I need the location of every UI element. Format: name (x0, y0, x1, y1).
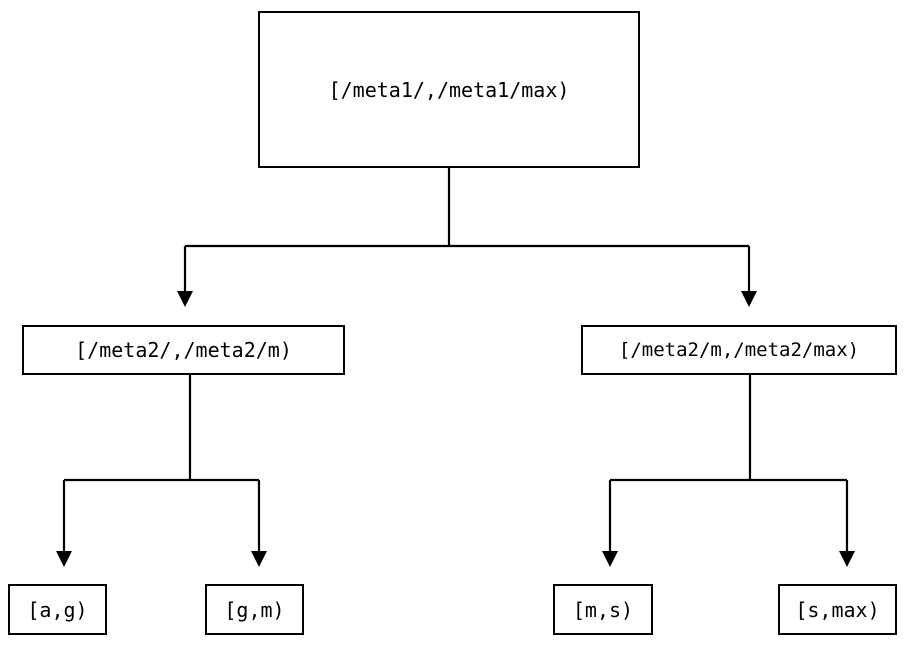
tree-node-mid-left-label: [/meta2/,/meta2/m) (75, 338, 292, 362)
tree-node-mid-right-label: [/meta2/m,/meta2/max) (618, 338, 860, 361)
arrowhead-leaf-ag (56, 551, 72, 567)
arrowhead-leaf-smax (839, 551, 855, 567)
tree-node-leaf-gm-label: [g,m) (224, 597, 285, 622)
tree-node-leaf-ms-label: [m,s) (572, 597, 634, 622)
tree-node-leaf-ms[interactable]: [m,s) (553, 584, 653, 635)
tree-node-leaf-ag[interactable]: [a,g) (8, 584, 107, 635)
tree-node-root-label: [/meta1/,/meta1/max) (328, 77, 570, 102)
edge-mid-left-to-leaves (56, 375, 267, 567)
tree-node-leaf-smax[interactable]: [s,max) (778, 584, 897, 635)
edge-root-to-mid (177, 168, 757, 307)
tree-node-mid-left[interactable]: [/meta2/,/meta2/m) (22, 325, 345, 375)
arrowhead-leaf-ms (602, 551, 618, 567)
tree-node-leaf-smax-label: [s,max) (795, 597, 880, 622)
edge-mid-right-to-leaves (602, 375, 855, 567)
tree-node-leaf-gm[interactable]: [g,m) (205, 584, 304, 635)
arrowhead-mid-left (177, 291, 193, 307)
arrowhead-leaf-gm (251, 551, 267, 567)
arrowhead-mid-right (741, 291, 757, 307)
tree-node-root[interactable]: [/meta1/,/meta1/max) (258, 11, 640, 168)
tree-node-leaf-ag-label: [a,g) (27, 597, 88, 622)
tree-node-mid-right[interactable]: [/meta2/m,/meta2/max) (581, 325, 897, 375)
